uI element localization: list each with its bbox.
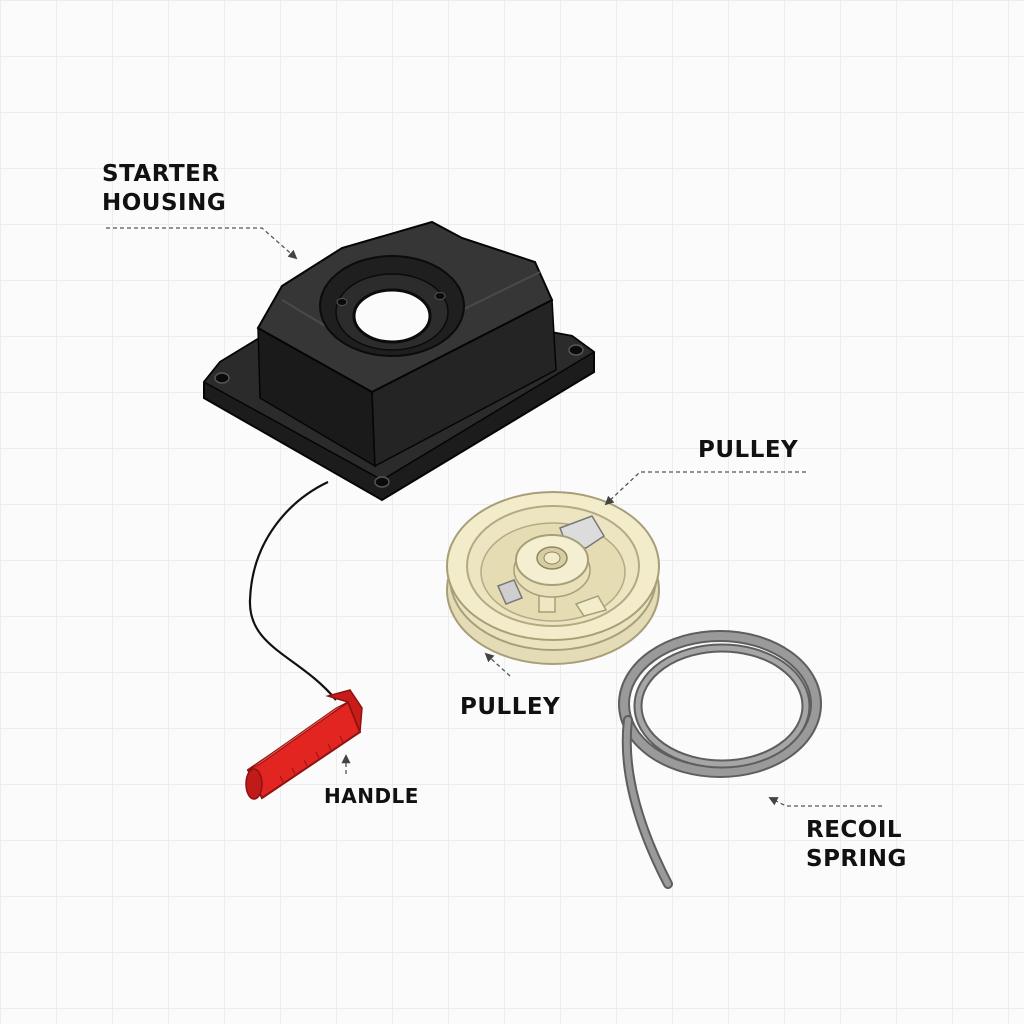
spring-coil-inner-face bbox=[635, 645, 809, 767]
mounting-hole bbox=[374, 476, 390, 488]
leader-line-pulley-bottom bbox=[484, 652, 511, 677]
mounting-hole bbox=[568, 344, 584, 356]
handle-end bbox=[245, 768, 263, 800]
label-starter-housing-line2: HOUSING bbox=[102, 190, 227, 216]
housing-center-hole bbox=[352, 288, 432, 344]
housing-screw-hole bbox=[434, 292, 446, 300]
starter-cord bbox=[248, 481, 337, 701]
pulley-slot bbox=[574, 595, 608, 617]
pulley-pawl bbox=[496, 579, 524, 605]
label-pulley-bottom: PULLEY bbox=[460, 694, 561, 720]
pulley bbox=[446, 491, 660, 665]
handle-grip-marks bbox=[279, 735, 344, 783]
label-starter-housing: STARTER HOUSING bbox=[102, 160, 226, 218]
pulley-hub-bore-inner bbox=[543, 551, 561, 565]
handle-cap bbox=[325, 689, 363, 733]
recoil-spring bbox=[618, 630, 822, 889]
spring-coil-outer-face bbox=[620, 632, 820, 776]
label-handle: HANDLE bbox=[324, 784, 419, 808]
spring-tail-face bbox=[623, 717, 671, 887]
housing-screw-hole bbox=[336, 298, 348, 306]
label-starter-housing-line1: STARTER bbox=[102, 161, 220, 187]
leader-line-housing bbox=[106, 227, 298, 260]
label-pulley-top: PULLEY bbox=[698, 437, 799, 463]
starter-housing bbox=[202, 220, 596, 502]
starter-handle bbox=[245, 689, 363, 800]
mounting-hole bbox=[214, 372, 230, 384]
label-recoil-spring-line1: RECOIL bbox=[806, 817, 903, 843]
leader-line-pulley-top bbox=[604, 471, 806, 506]
label-recoil-spring-line2: SPRING bbox=[806, 846, 907, 872]
leader-line-spring bbox=[768, 797, 882, 807]
leader-lines bbox=[106, 227, 882, 807]
label-recoil-spring: RECOIL SPRING bbox=[806, 816, 907, 874]
